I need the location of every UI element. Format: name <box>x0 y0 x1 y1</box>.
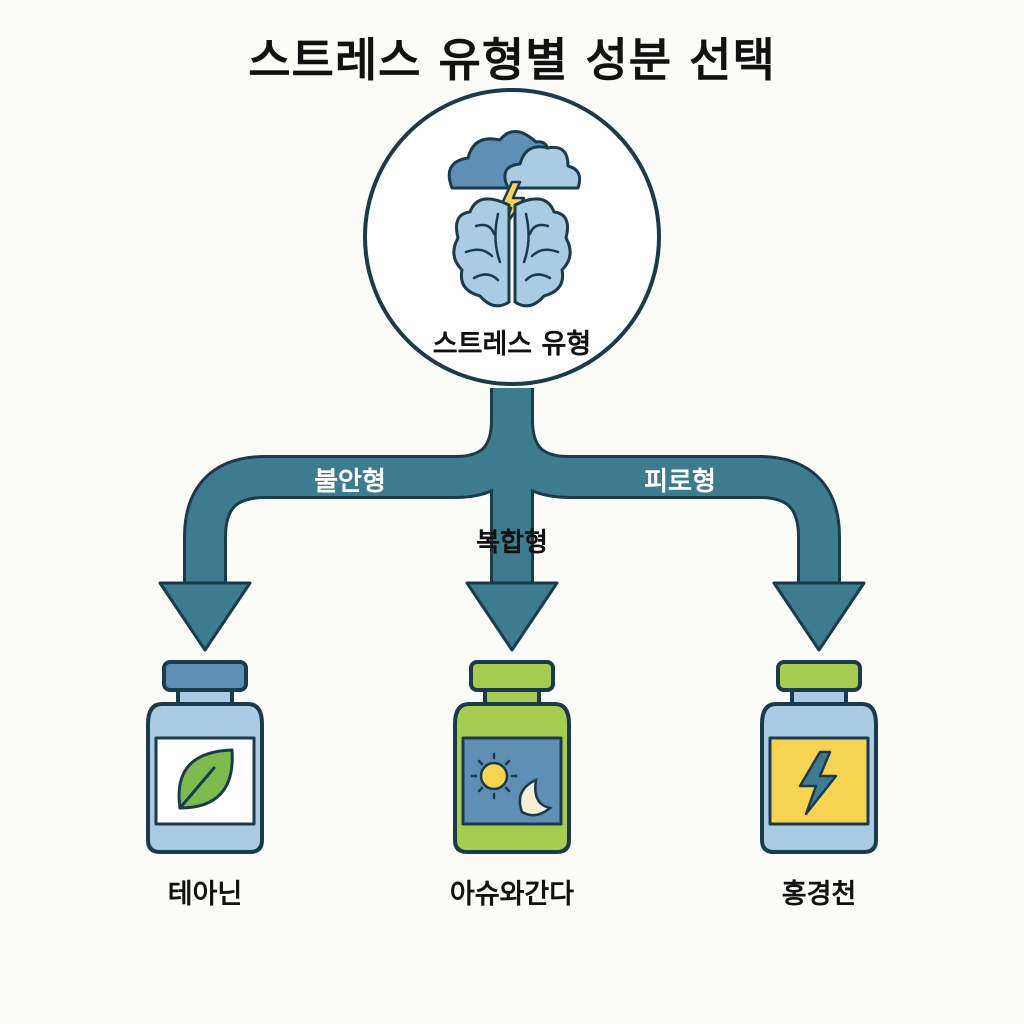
branch-label-mixed: 복합형 <box>476 528 548 558</box>
product-label-ashwagandha: 아슈와간다 <box>449 879 575 910</box>
branch-label-fatigue: 피로형 <box>644 467 716 497</box>
arrow-head-middle <box>465 581 559 652</box>
branch-label-anxiety: 불안형 <box>314 467 386 497</box>
sun-moon-icon <box>470 752 553 817</box>
product-label-rhodiola: 홍경천 <box>781 879 857 910</box>
flow-arrows <box>158 388 866 652</box>
product-label-theanine: 테아닌 <box>167 879 243 910</box>
center-label: 스트레스 유형 <box>432 329 592 360</box>
moon-icon <box>518 777 553 817</box>
leaf-icon <box>177 748 234 810</box>
page-title: 스트레스 유형별 성분 선택 <box>248 33 776 87</box>
sun-icon <box>470 752 518 800</box>
stress-type-circle <box>363 88 661 386</box>
lightning-icon <box>798 750 838 816</box>
storm-cloud-icon <box>447 130 582 190</box>
brain-icon <box>452 197 572 308</box>
arrow-head-left <box>158 581 252 652</box>
bottle-2 <box>453 660 571 854</box>
arrow-head-right <box>772 581 866 652</box>
